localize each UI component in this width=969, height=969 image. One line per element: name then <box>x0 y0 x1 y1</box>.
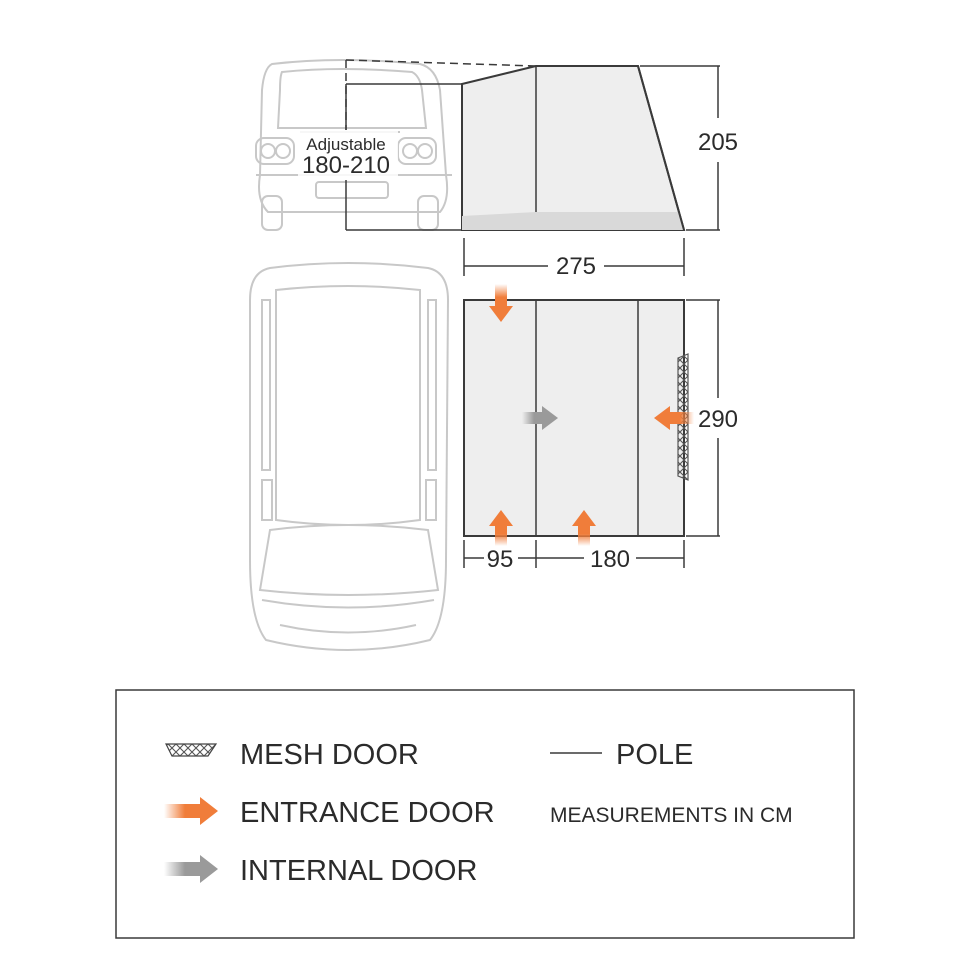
section-small-label: 95 <box>487 546 514 573</box>
entrance-door-arrow-bottom-right <box>572 510 596 546</box>
legend-entrance-door: ENTRANCE DOOR <box>240 797 495 829</box>
legend-measurements: MEASUREMENTS IN CM <box>550 804 793 827</box>
width-label: 275 <box>556 253 596 280</box>
height-label: 205 <box>698 129 738 156</box>
legend-pole: POLE <box>616 739 693 771</box>
entrance-door-arrow-bottom-left <box>489 510 513 546</box>
legend-mesh-door: MESH DOOR <box>240 739 419 771</box>
legend-internal-door: INTERNAL DOOR <box>240 855 477 887</box>
vehicle-top-view <box>249 262 450 651</box>
adjustable-title: Adjustable <box>306 135 385 154</box>
vehicle-rear-view <box>255 59 452 231</box>
height-dimension <box>640 65 720 231</box>
entrance-door-arrow-right <box>654 406 694 430</box>
adjustable-range: 180-210 <box>302 152 390 179</box>
grey-arrow-icon <box>164 855 218 883</box>
entrance-door-arrow-top <box>489 284 513 322</box>
legend-box: MESH DOOR ENTRANCE DOOR INTERNAL DOOR PO… <box>115 689 855 939</box>
width-dimension <box>463 238 685 276</box>
section-dimensions <box>463 540 685 568</box>
section-large-label: 180 <box>590 546 630 573</box>
mesh-door-icon <box>165 743 218 757</box>
internal-door-arrow <box>522 406 558 430</box>
adjustable-label: Adjustable 180-210 <box>298 130 398 180</box>
orange-arrow-icon <box>164 797 218 825</box>
depth-dimension <box>686 299 720 537</box>
tent-side-elevation <box>345 59 686 231</box>
tent-floor-plan <box>463 299 685 537</box>
depth-label: 290 <box>698 406 738 433</box>
